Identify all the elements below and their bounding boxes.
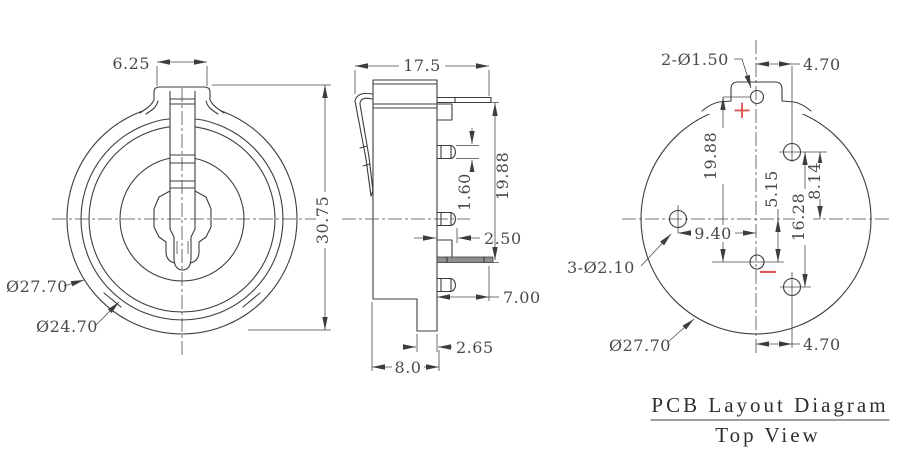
dim-front-outer-dia-value: Ø27.70 [6,277,68,296]
dim-front-tab-width: 6.25 [112,54,208,86]
dim-side-foot-width-value: 2.65 [456,338,494,357]
dim-front-ring-dia: Ø24.70 [36,301,120,336]
dim-pcb-mount-span: 16.28 [789,152,813,287]
dim-side-flange-length-value: 7.00 [503,288,541,307]
dim-pcb-outer-dia: Ø27.70 [609,318,695,355]
dim-front-total-height-value: 30.75 [313,196,332,244]
pcb-top-tab [701,81,812,114]
dim-side-body-depth: 8.0 [371,302,440,377]
title-line1: PCB Layout Diagram [651,393,888,417]
dim-pcb-mid-offset: 8.14 [805,152,829,219]
dim-front-total-height: 30.75 [212,84,338,331]
label-pcb-contact-holes-value: 2-Ø1.50 [661,50,729,69]
dim-pcb-bottom-offset: 4.70 [756,335,841,354]
pcb-view: + − 4.70 2-Ø1.50 19.88 5.15 16.2 [567,40,890,356]
side-pin-middle [436,211,457,227]
dim-side-terminal-span-value: 19.88 [493,152,512,200]
label-pcb-contact-holes: 2-Ø1.50 [661,50,752,89]
title-line2: Top View [715,423,820,447]
dim-pcb-top-offset: 4.70 [756,55,841,74]
pcb-hole-positive [749,89,765,105]
front-contact-strip [169,91,196,271]
front-view: 6.25 30.75 Ø27.70 Ø24.70 [6,54,338,356]
dim-side-pin-length: 2.50 [414,228,522,248]
dim-side-terminal-span: 19.88 [491,102,512,263]
drawing-title: PCB Layout Diagram Top View [650,393,890,447]
dim-front-outer-dia: Ø27.70 [6,277,85,296]
dim-pcb-terminal-span-value: 19.88 [701,132,720,180]
pcb-hole-mount-left [668,209,688,229]
label-pcb-mount-holes-value: 3-Ø2.10 [567,258,635,277]
dim-side-pin-thickness-value: 1.60 [455,173,474,211]
dim-pcb-left-offset-value: 9.40 [694,224,732,243]
dim-side-total-width-value: 17.5 [403,56,441,75]
side-body-outline [372,79,438,332]
dim-pcb-outer-dia-value: Ø27.70 [609,336,671,355]
dim-pcb-left-offset: 9.40 [678,224,756,243]
side-bottom-flange [436,239,494,264]
dim-side-foot-width: 2.65 [403,334,494,357]
pcb-hole-mount-right-bottom [782,277,802,297]
positive-terminal-mark: + [732,96,752,124]
dim-pcb-top-offset-value: 4.70 [803,55,841,74]
dim-pcb-mid-offset-value: 8.14 [805,162,824,200]
pcb-hole-negative [749,254,765,270]
dim-side-pin-length-value: 2.50 [484,229,522,248]
dim-side-body-depth-value: 8.0 [395,358,422,377]
side-top-flange [436,96,492,121]
dim-side-flange-length: 7.00 [437,266,541,307]
side-clip-arm [354,92,374,197]
dim-pcb-terminal-span: 19.88 [701,97,726,262]
dim-front-ring-dia-value: Ø24.70 [36,317,98,336]
dim-pcb-mount-span-value: 16.28 [789,193,808,241]
negative-terminal-mark: − [757,257,779,287]
dim-side-total-width: 17.5 [354,56,490,96]
side-pin-bottom [436,277,457,293]
dim-front-tab-width-value: 6.25 [112,54,150,73]
dim-pcb-neg-offset: 5.15 [762,167,786,262]
dim-pcb-bottom-offset-value: 4.70 [803,335,841,354]
pcb-hole-mount-right-top [782,142,802,162]
dim-pcb-neg-offset-value: 5.15 [762,170,781,208]
dim-side-pin-thickness: 1.60 [455,128,479,212]
side-pin-top [436,144,457,160]
label-pcb-mount-holes: 3-Ø2.10 [567,233,672,277]
side-view: 17.5 19.88 1.60 2.50 7.00 [342,56,541,377]
